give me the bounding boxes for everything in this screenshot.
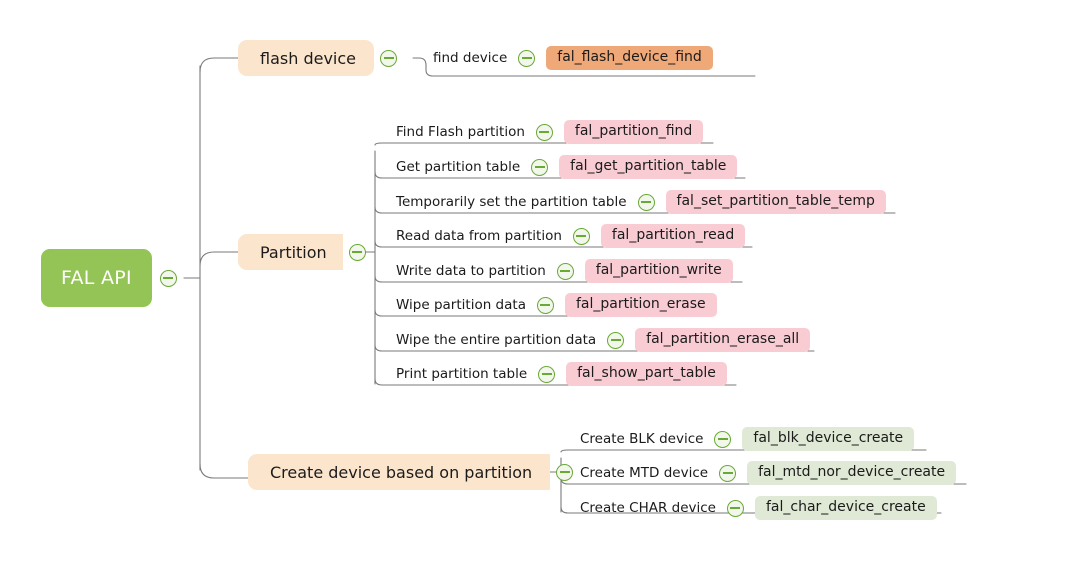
api-pill-fal-char-device-create[interactable]: fal_char_device_create — [754, 496, 937, 520]
leaf-label-create-char-device: Create CHAR device — [580, 500, 716, 516]
api-pill-fal-get-partition-table[interactable]: fal_get_partition_table — [559, 155, 738, 179]
topic-label-create-device: Create device based on partition — [248, 454, 551, 490]
leaf-label-read-data-from-partition: Read data from partition — [396, 228, 562, 244]
leaf-label-create-blk-device: Create BLK device — [580, 431, 704, 447]
collapse-minus-icon-mtd-device-create[interactable] — [719, 464, 737, 482]
leaf-row-partition-write[interactable]: Write data to partition fal_partition_wr… — [396, 258, 733, 284]
api-pill-fal-show-part-table[interactable]: fal_show_part_table — [566, 362, 727, 386]
collapse-minus-icon-partition-erase-all[interactable] — [607, 331, 625, 349]
collapse-minus-icon-show-part-table[interactable] — [538, 365, 556, 383]
leaf-label-temporarily-set-partition-table: Temporarily set the partition table — [396, 194, 627, 210]
leaf-row-partition-find[interactable]: Find Flash partition fal_partition_find — [396, 119, 704, 145]
api-pill-fal-partition-erase[interactable]: fal_partition_erase — [564, 293, 717, 317]
collapse-minus-icon-partition-find[interactable] — [535, 123, 553, 141]
api-pill-fal-partition-erase-all[interactable]: fal_partition_erase_all — [635, 328, 811, 352]
topic-node-flash-device[interactable]: flash device — [238, 40, 397, 76]
leaf-label-find-device: find device — [433, 50, 508, 66]
collapse-minus-icon-find-device[interactable] — [518, 49, 536, 67]
collapse-minus-icon-partition-write[interactable] — [556, 262, 574, 280]
root-node[interactable]: FAL API — [41, 249, 177, 307]
api-pill-fal-partition-find[interactable]: fal_partition_find — [563, 120, 704, 144]
collapse-minus-icon-partition-read[interactable] — [572, 227, 590, 245]
api-pill-fal-set-partition-table-temp[interactable]: fal_set_partition_table_temp — [665, 190, 886, 214]
collapse-minus-icon-set-partition-table-temp[interactable] — [637, 193, 655, 211]
leaf-row-partition-read[interactable]: Read data from partition fal_partition_r… — [396, 223, 746, 249]
leaf-row-find-device[interactable]: find device fal_flash_device_find — [433, 45, 713, 71]
api-pill-fal-flash-device-find[interactable]: fal_flash_device_find — [546, 46, 713, 70]
api-pill-fal-blk-device-create[interactable]: fal_blk_device_create — [742, 427, 915, 451]
topic-label-partition: Partition — [238, 234, 343, 270]
leaf-label-wipe-entire-partition-data: Wipe the entire partition data — [396, 332, 597, 348]
topic-label-flash-device: flash device — [238, 40, 374, 76]
leaf-label-find-flash-partition: Find Flash partition — [396, 124, 525, 140]
leaf-row-blk-device-create[interactable]: Create BLK device fal_blk_device_create — [580, 426, 915, 452]
leaf-label-wipe-partition-data: Wipe partition data — [396, 297, 526, 313]
collapse-minus-icon-blk-device-create[interactable] — [714, 430, 732, 448]
leaf-row-mtd-device-create[interactable]: Create MTD device fal_mtd_nor_device_cre… — [580, 460, 957, 486]
topic-node-partition[interactable]: Partition — [238, 234, 366, 270]
api-pill-fal-partition-write[interactable]: fal_partition_write — [584, 259, 733, 283]
collapse-minus-icon-flash-device[interactable] — [380, 49, 397, 67]
collapse-minus-icon-get-partition-table[interactable] — [531, 158, 549, 176]
api-pill-fal-mtd-nor-device-create[interactable]: fal_mtd_nor_device_create — [747, 461, 957, 485]
collapse-minus-icon-char-device-create[interactable] — [726, 499, 744, 517]
api-pill-fal-partition-read[interactable]: fal_partition_read — [600, 224, 746, 248]
leaf-label-print-partition-table: Print partition table — [396, 366, 528, 382]
root-collapse-minus-icon[interactable] — [159, 269, 177, 287]
root-node-label: FAL API — [41, 249, 152, 307]
topic-node-create-device[interactable]: Create device based on partition — [248, 454, 574, 490]
leaf-row-set-partition-table-temp[interactable]: Temporarily set the partition table fal_… — [396, 189, 886, 215]
leaf-row-get-partition-table[interactable]: Get partition table fal_get_partition_ta… — [396, 154, 738, 180]
leaf-row-show-part-table[interactable]: Print partition table fal_show_part_tabl… — [396, 361, 727, 387]
leaf-label-write-data-to-partition: Write data to partition — [396, 263, 546, 279]
leaf-row-char-device-create[interactable]: Create CHAR device fal_char_device_creat… — [580, 495, 937, 521]
leaf-label-create-mtd-device: Create MTD device — [580, 465, 709, 481]
leaf-row-partition-erase-all[interactable]: Wipe the entire partition data fal_parti… — [396, 327, 811, 353]
collapse-minus-icon-partition[interactable] — [348, 243, 366, 261]
leaf-row-partition-erase[interactable]: Wipe partition data fal_partition_erase — [396, 292, 717, 318]
leaf-label-get-partition-table: Get partition table — [396, 159, 521, 175]
collapse-minus-icon-partition-erase[interactable] — [536, 296, 554, 314]
collapse-minus-icon-create-device[interactable] — [556, 463, 574, 481]
